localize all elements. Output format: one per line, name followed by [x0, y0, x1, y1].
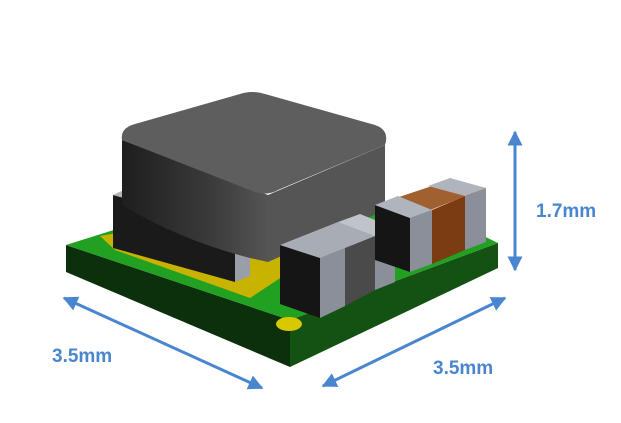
width-label: 3.5mm [433, 358, 494, 379]
capacitor-right [375, 178, 486, 272]
height-label: 1.7mm [536, 201, 597, 222]
length-arrow [62, 296, 264, 390]
capacitor-middle [280, 214, 395, 318]
fiducial-pad [276, 317, 302, 331]
inductor [121, 92, 387, 262]
width-arrow [321, 296, 507, 388]
length-label: 3.5mm [52, 346, 113, 367]
